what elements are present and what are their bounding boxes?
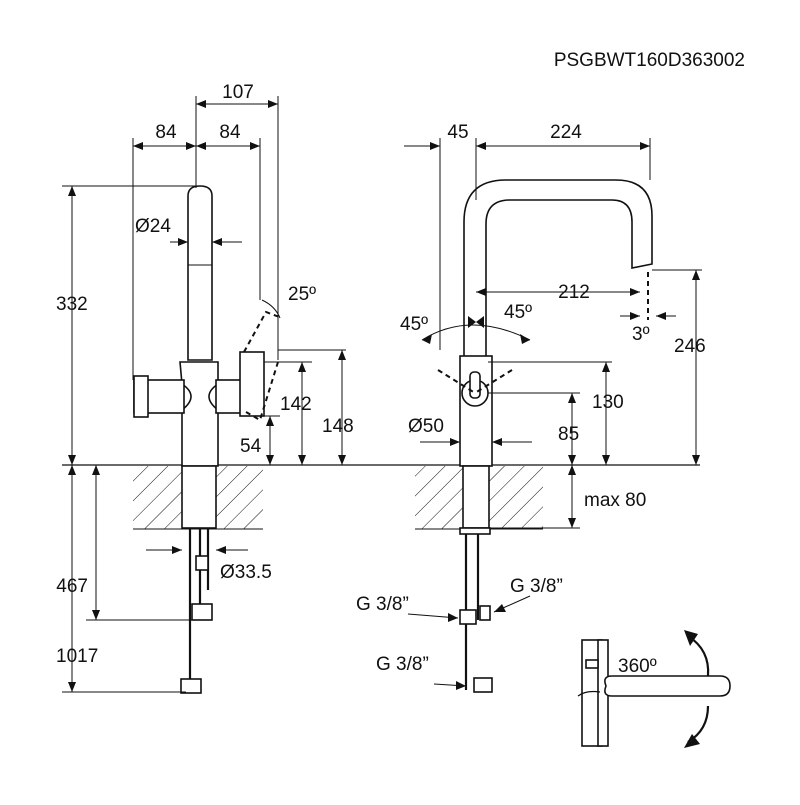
side-dimensions: 107 84 84 Ø24 332 25º 142 xyxy=(56,82,354,693)
front-fitting-1 xyxy=(459,609,477,625)
front-spout xyxy=(463,179,653,361)
dim-332: 332 xyxy=(56,294,88,315)
front-dimensions: 45 224 212 45º 45º 3º 246 130 85 xyxy=(356,122,706,690)
dim-212: 212 xyxy=(558,282,590,303)
dim-84-left: 84 xyxy=(155,122,177,143)
dim-angle-right: 45º xyxy=(504,302,532,323)
dim-54: 54 xyxy=(240,436,262,457)
side-faucet-body xyxy=(179,361,219,467)
product-code: PSGBWT160D363002 xyxy=(554,50,745,71)
rotation-label: 360º xyxy=(618,656,657,677)
dim-85: 85 xyxy=(558,424,579,445)
side-shank xyxy=(181,465,217,529)
dim-148: 148 xyxy=(322,416,354,437)
side-lever xyxy=(239,351,265,417)
dim-107: 107 xyxy=(222,82,254,103)
rotation-view: 360º xyxy=(577,630,731,748)
dim-224: 224 xyxy=(550,122,582,143)
dim-spout-diameter: Ø24 xyxy=(135,216,171,237)
dim-1017: 1017 xyxy=(56,646,98,667)
side-hose-fitting-1 xyxy=(191,603,213,621)
dim-84-right: 84 xyxy=(219,122,241,143)
side-spout xyxy=(187,185,213,361)
dim-base-diameter: Ø50 xyxy=(408,416,444,437)
dim-246: 246 xyxy=(674,336,706,357)
side-hose-fitting-2 xyxy=(180,678,202,694)
thread-label-2: G 3/8” xyxy=(510,576,563,597)
dim-lever-angle: 25º xyxy=(288,284,316,305)
dim-shank-diameter: Ø33.5 xyxy=(220,562,272,583)
front-fitting-2 xyxy=(479,605,491,621)
dim-130: 130 xyxy=(592,392,624,413)
thread-label-3: G 3/8” xyxy=(376,654,429,675)
dim-45: 45 xyxy=(447,122,468,143)
dim-max-thickness: max 80 xyxy=(584,490,646,511)
side-view xyxy=(133,185,283,694)
rotation-lever xyxy=(604,675,731,697)
front-fitting-3 xyxy=(473,677,493,693)
front-view xyxy=(421,179,653,693)
dim-spray-angle: 3º xyxy=(632,324,650,345)
dim-142: 142 xyxy=(280,394,312,415)
dim-angle-left: 45º xyxy=(400,314,428,335)
thread-label-1: G 3/8” xyxy=(356,594,409,615)
